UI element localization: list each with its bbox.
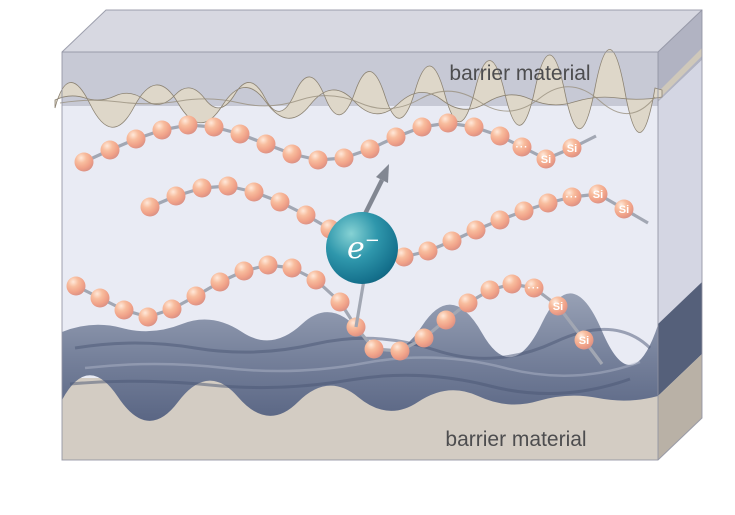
atom <box>502 274 522 294</box>
top-interface-surface <box>54 48 702 133</box>
atom <box>512 137 532 157</box>
atom <box>308 150 328 170</box>
atom <box>436 310 456 330</box>
atom <box>414 328 434 348</box>
si-atom <box>548 296 568 316</box>
atom <box>244 182 264 202</box>
atom <box>234 261 254 281</box>
si-label: Si <box>579 335 589 347</box>
atom <box>490 210 510 230</box>
atom <box>514 201 534 221</box>
atom <box>152 120 172 140</box>
atom <box>438 113 458 133</box>
atom <box>140 197 160 217</box>
si-label: Si <box>553 301 563 313</box>
bottom-interface-surface <box>62 293 658 421</box>
atom <box>538 193 558 213</box>
atom <box>218 176 238 196</box>
si-label: Si <box>541 154 551 166</box>
atom <box>360 139 380 159</box>
spin-arrow-head <box>376 164 389 183</box>
atom <box>458 293 478 313</box>
atom <box>282 258 302 278</box>
electron-group: e− <box>326 164 398 284</box>
atom <box>306 270 326 290</box>
atom <box>178 115 198 135</box>
atom <box>364 339 384 359</box>
atom <box>464 117 484 137</box>
atom <box>386 127 406 147</box>
box-inner-edges <box>62 9 703 460</box>
atom <box>490 126 510 146</box>
atom <box>296 205 316 225</box>
atom <box>442 231 462 251</box>
well-side-face <box>658 60 702 324</box>
si-atom <box>614 199 634 219</box>
si-atom <box>588 184 608 204</box>
atom <box>66 276 86 296</box>
atom <box>100 140 120 160</box>
atom <box>162 299 182 319</box>
atom <box>258 255 278 275</box>
atom <box>562 187 582 207</box>
atom <box>334 148 354 168</box>
si-label: Si <box>567 143 577 155</box>
atom <box>138 307 158 327</box>
box-outline <box>61 9 703 461</box>
spin-arrow <box>361 178 385 218</box>
atom <box>230 124 250 144</box>
crystal-box <box>54 9 703 461</box>
interface-side-face <box>658 282 702 396</box>
si-atom <box>536 149 556 169</box>
barrier-material-top-label: barrier material <box>449 62 590 85</box>
top-barrier-side-face <box>658 10 702 102</box>
si-atom <box>562 138 582 158</box>
chain-continuation-dots: ··· <box>566 192 579 203</box>
atom <box>166 186 186 206</box>
electron-sphere <box>326 212 398 284</box>
atom <box>114 300 134 320</box>
atom <box>90 288 110 308</box>
atom <box>330 292 350 312</box>
atom <box>270 192 290 212</box>
electron-label: e− <box>347 230 380 266</box>
atom <box>524 278 544 298</box>
si-label: Si <box>619 204 629 216</box>
atom <box>412 117 432 137</box>
chain-continuation-dots: ··· <box>528 283 541 294</box>
atom <box>186 286 206 306</box>
atom <box>192 178 212 198</box>
chain-continuation-dots: ··· <box>516 142 529 153</box>
atom <box>74 152 94 172</box>
atom <box>256 134 276 154</box>
atom <box>126 129 146 149</box>
atom <box>282 144 302 164</box>
atom <box>418 241 438 261</box>
atom <box>480 280 500 300</box>
si-label: Si <box>593 189 603 201</box>
barrier-material-bottom-label: barrier material <box>445 428 586 451</box>
atom <box>204 117 224 137</box>
si-atom <box>574 330 594 350</box>
atom <box>210 272 230 292</box>
atom <box>390 341 410 361</box>
box-top-face <box>62 10 702 52</box>
atom <box>466 220 486 240</box>
bottom-barrier-side-face <box>658 354 702 460</box>
atom <box>394 247 414 267</box>
